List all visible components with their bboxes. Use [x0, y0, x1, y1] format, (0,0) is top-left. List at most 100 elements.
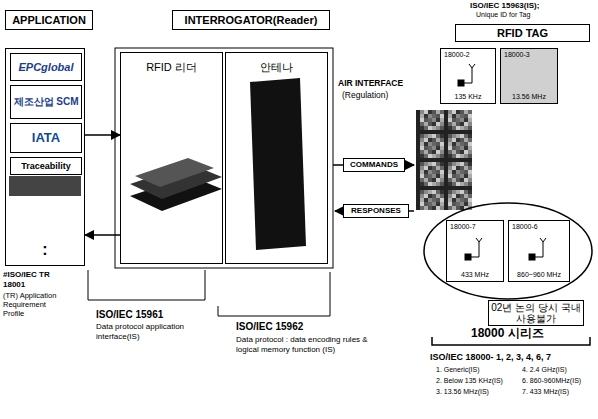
- noise-cell: [448, 174, 452, 178]
- noise-cell: [440, 206, 444, 210]
- noise-cell: [428, 134, 432, 138]
- noise-cell: [416, 110, 420, 114]
- noise-cell: [424, 190, 428, 194]
- noise-cell: [440, 182, 444, 186]
- noise-cell: [452, 202, 456, 206]
- noise-cell: [464, 182, 468, 186]
- noise-cell: [420, 130, 424, 134]
- noise-cell: [456, 202, 460, 206]
- noise-cell: [460, 190, 464, 194]
- noise-cell: [424, 170, 428, 174]
- noise-cell: [468, 150, 472, 154]
- noise-cell: [460, 154, 464, 158]
- noise-cell: [464, 122, 468, 126]
- noise-cell: [448, 198, 452, 202]
- noise-cell: [456, 138, 460, 142]
- noise-cell: [440, 158, 444, 162]
- noise-cell: [432, 118, 436, 122]
- noise-cell: [448, 138, 452, 142]
- node-text: INTERROGATOR(Reader): [175, 14, 327, 27]
- noise-cell: [432, 150, 436, 154]
- annotation-label: ISO/IEC 15961: [96, 309, 163, 321]
- noise-cell: [420, 198, 424, 202]
- noise-cell: [448, 186, 452, 190]
- noise-cell: [432, 142, 436, 146]
- noise-cell: [420, 118, 424, 122]
- noise-cell: [448, 190, 452, 194]
- noise-cell: [460, 130, 464, 134]
- annotation-label: 4. 2.4 GHz(IS): [522, 366, 567, 374]
- noise-cell: [456, 198, 460, 202]
- annotation-label: ISO/IEC 15963(IS);: [470, 1, 539, 11]
- noise-cell: [456, 162, 460, 166]
- noise-cell: [432, 110, 436, 114]
- noise-cell: [452, 190, 456, 194]
- noise-cell: [456, 146, 460, 150]
- noise-cell: [460, 114, 464, 118]
- noise-cell: [436, 186, 440, 190]
- noise-cell: [464, 202, 468, 206]
- noise-cell: [416, 166, 420, 170]
- noise-cell: [460, 178, 464, 182]
- noise-cell: [468, 166, 472, 170]
- noise-cell: [460, 142, 464, 146]
- noise-cell: [428, 206, 432, 210]
- noise-cell: [464, 154, 468, 158]
- noise-cell: [416, 194, 420, 198]
- noise-cell: [456, 158, 460, 162]
- noise-cell: [456, 154, 460, 158]
- node-text: 02년 논의 당시 국내 사용불가: [491, 302, 581, 325]
- noise-cell: [436, 162, 440, 166]
- noise-cell: [416, 150, 420, 154]
- noise-cell: [424, 110, 428, 114]
- noise-cell: [440, 138, 444, 142]
- noise-cell: [424, 134, 428, 138]
- noise-cell: [416, 114, 420, 118]
- connector-arrow: [85, 234, 120, 236]
- noise-cell: [432, 198, 436, 202]
- noise-cell: [416, 186, 420, 190]
- node-text: 13.56 MHz: [504, 93, 554, 101]
- logo-box: EPCglobal: [10, 53, 82, 81]
- noise-cell: [436, 190, 440, 194]
- highlight-ellipse: [424, 203, 592, 299]
- header-box: APPLICATION: [5, 10, 93, 30]
- annotation-label: ISO/IEC 18000- 1, 2, 3, 4, 6, 7: [430, 352, 551, 363]
- noise-cell: [448, 170, 452, 174]
- noise-cell: [468, 178, 472, 182]
- noise-cell: [428, 190, 432, 194]
- noise-cell: [424, 158, 428, 162]
- noise-cell: [464, 190, 468, 194]
- noise-cell: [436, 150, 440, 154]
- noise-cell: [468, 134, 472, 138]
- noise-cell: [428, 174, 432, 178]
- noise-cell: [432, 186, 436, 190]
- noise-cell: [460, 170, 464, 174]
- annotation-label: (Regulation): [342, 90, 388, 100]
- noise-cell: [464, 114, 468, 118]
- noise-cell: [444, 162, 448, 166]
- noise-cell: [424, 154, 428, 158]
- noise-cell: [444, 138, 448, 142]
- noise-cell: [452, 186, 456, 190]
- logo-band: [9, 176, 81, 196]
- noise-cell: [468, 142, 472, 146]
- air-interface-noise: [416, 110, 472, 210]
- noise-cell: [440, 166, 444, 170]
- node-text: 135 KHz: [444, 93, 492, 101]
- noise-cell: [456, 170, 460, 174]
- tag-box: 18000-7433 MHz: [446, 220, 504, 282]
- noise-cell: [436, 134, 440, 138]
- noise-cell: [440, 150, 444, 154]
- noise-cell: [428, 142, 432, 146]
- noise-cell: [444, 142, 448, 146]
- noise-cell: [420, 138, 424, 142]
- noise-cell: [464, 174, 468, 178]
- node-text: RESPONSES: [346, 206, 406, 215]
- noise-cell: [448, 110, 452, 114]
- noise-cell: [468, 158, 472, 162]
- node-text: 18000-2: [444, 51, 492, 59]
- noise-cell: [436, 126, 440, 130]
- reader-box: RFID 리더: [120, 52, 223, 264]
- application-column: :EPCglobal제조산업 SCMIATATraceability: [5, 48, 85, 266]
